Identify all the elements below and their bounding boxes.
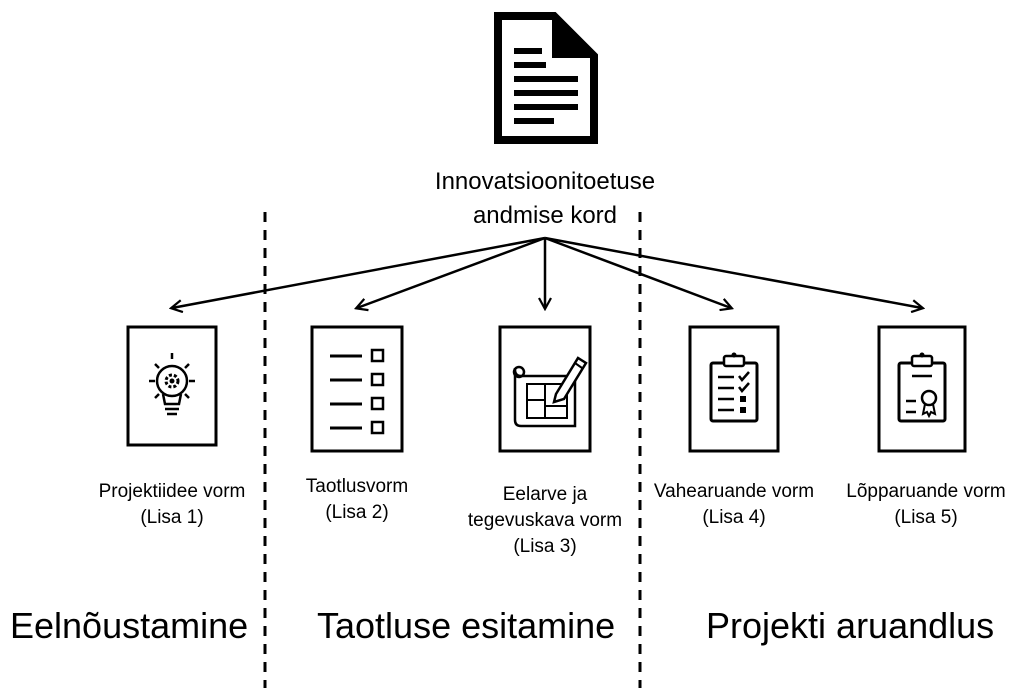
phase-label-eelnoustamine: Eelnõustamine <box>10 605 249 646</box>
form-label-projektiidee: Projektiidee vorm (Lisa 1) <box>82 479 262 531</box>
form-label-line: Lõpparuande vorm <box>846 481 1006 502</box>
form-label-line: (Lisa 5) <box>894 507 958 528</box>
form-label-line: Projektiidee vorm <box>98 481 246 502</box>
clipboard-certificate-icon <box>877 325 967 453</box>
arrow-to-lopparuanne <box>544 236 922 308</box>
checklist-icon <box>310 325 404 453</box>
arrow-to-vahearuanne <box>544 236 731 308</box>
form-label-line: Vahearuande vorm <box>653 481 815 502</box>
form-label-vahearuanne: Vahearuande vorm (Lisa 4) <box>641 479 827 531</box>
form-label-line: Eelarve ja <box>502 484 588 505</box>
document-icon <box>494 12 598 144</box>
title-line-2: andmise kord <box>472 202 618 229</box>
blueprint-pencil-icon <box>498 325 592 453</box>
title-line-1: Innovatsioonitoetuse <box>434 168 656 195</box>
connector-arrows <box>172 236 922 308</box>
form-label-line: (Lisa 3) <box>513 536 577 557</box>
arrow-to-projektiidee <box>172 236 546 308</box>
form-label-lopparuanne: Lõpparuande vorm (Lisa 5) <box>834 479 1018 531</box>
form-label-taotlusvorm: Taotlusvorm (Lisa 2) <box>277 474 437 526</box>
phase-label-taotluse-esitamine: Taotluse esitamine <box>317 605 616 646</box>
lightbulb-gear-icon <box>126 325 218 447</box>
form-label-line: tegevuskava vorm <box>467 510 623 531</box>
central-document-title: Innovatsioonitoetuse andmise kord <box>380 165 710 233</box>
form-label-line: Taotlusvorm <box>305 476 409 497</box>
form-label-eelarve: Eelarve ja tegevuskava vorm (Lisa 3) <box>455 482 635 560</box>
form-label-line: (Lisa 4) <box>702 507 766 528</box>
arrow-to-taotlusvorm <box>357 236 546 308</box>
form-label-line: (Lisa 2) <box>325 502 389 523</box>
clipboard-checklist-icon <box>688 325 780 453</box>
phase-label-projekti-aruandlus: Projekti aruandlus <box>706 605 995 646</box>
form-label-line: (Lisa 1) <box>140 507 204 528</box>
